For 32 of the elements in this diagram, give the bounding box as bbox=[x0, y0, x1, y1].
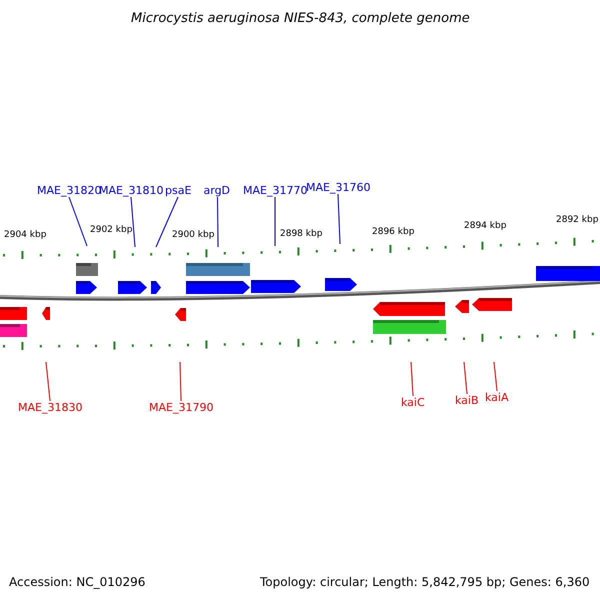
leader-line bbox=[156, 196, 178, 248]
gene-label: MAE_31820 bbox=[37, 185, 102, 196]
leader-line bbox=[464, 362, 468, 394]
scale-label: 2892 kbp bbox=[556, 216, 598, 225]
leader-line bbox=[338, 194, 340, 244]
gene-label: argD bbox=[204, 185, 230, 196]
leader-line bbox=[410, 362, 414, 396]
leader-line bbox=[68, 196, 88, 246]
leader-line bbox=[180, 362, 182, 402]
gene-label: kaiB bbox=[455, 395, 479, 406]
scale-label: 2904 kbp bbox=[4, 231, 46, 240]
leader-line bbox=[217, 196, 218, 248]
gene-label: kaiC bbox=[401, 397, 425, 408]
leader-line bbox=[494, 362, 498, 392]
scale-label: 2894 kbp bbox=[464, 222, 506, 231]
gene-label: MAE_31760 bbox=[306, 182, 370, 193]
gene-label: psaE bbox=[165, 185, 192, 196]
title: Microcystis aeruginosa NIES-843, complete genome bbox=[131, 12, 470, 25]
gene-label: MAE_31810 bbox=[99, 185, 164, 196]
gene-label: MAE_31770 bbox=[243, 185, 308, 196]
scale-label: 2900 kbp bbox=[172, 231, 214, 240]
scale-label: 2898 kbp bbox=[280, 230, 322, 239]
gene-label: kaiA bbox=[485, 392, 508, 403]
leader-line bbox=[130, 196, 136, 248]
scale-label: 2902 kbp bbox=[90, 226, 132, 235]
scale-label: 2896 kbp bbox=[372, 228, 414, 237]
gene-label: MAE_31830 bbox=[18, 402, 82, 413]
footer-text: Accession: NC_010296 bbox=[9, 576, 146, 588]
leader-line bbox=[274, 196, 276, 246]
footer-text: Topology: circular; Length: 5,842,795 bp; Genes: 6,360 bbox=[260, 576, 590, 588]
leader-line bbox=[46, 362, 50, 402]
gene-label: MAE_31790 bbox=[149, 402, 214, 413]
